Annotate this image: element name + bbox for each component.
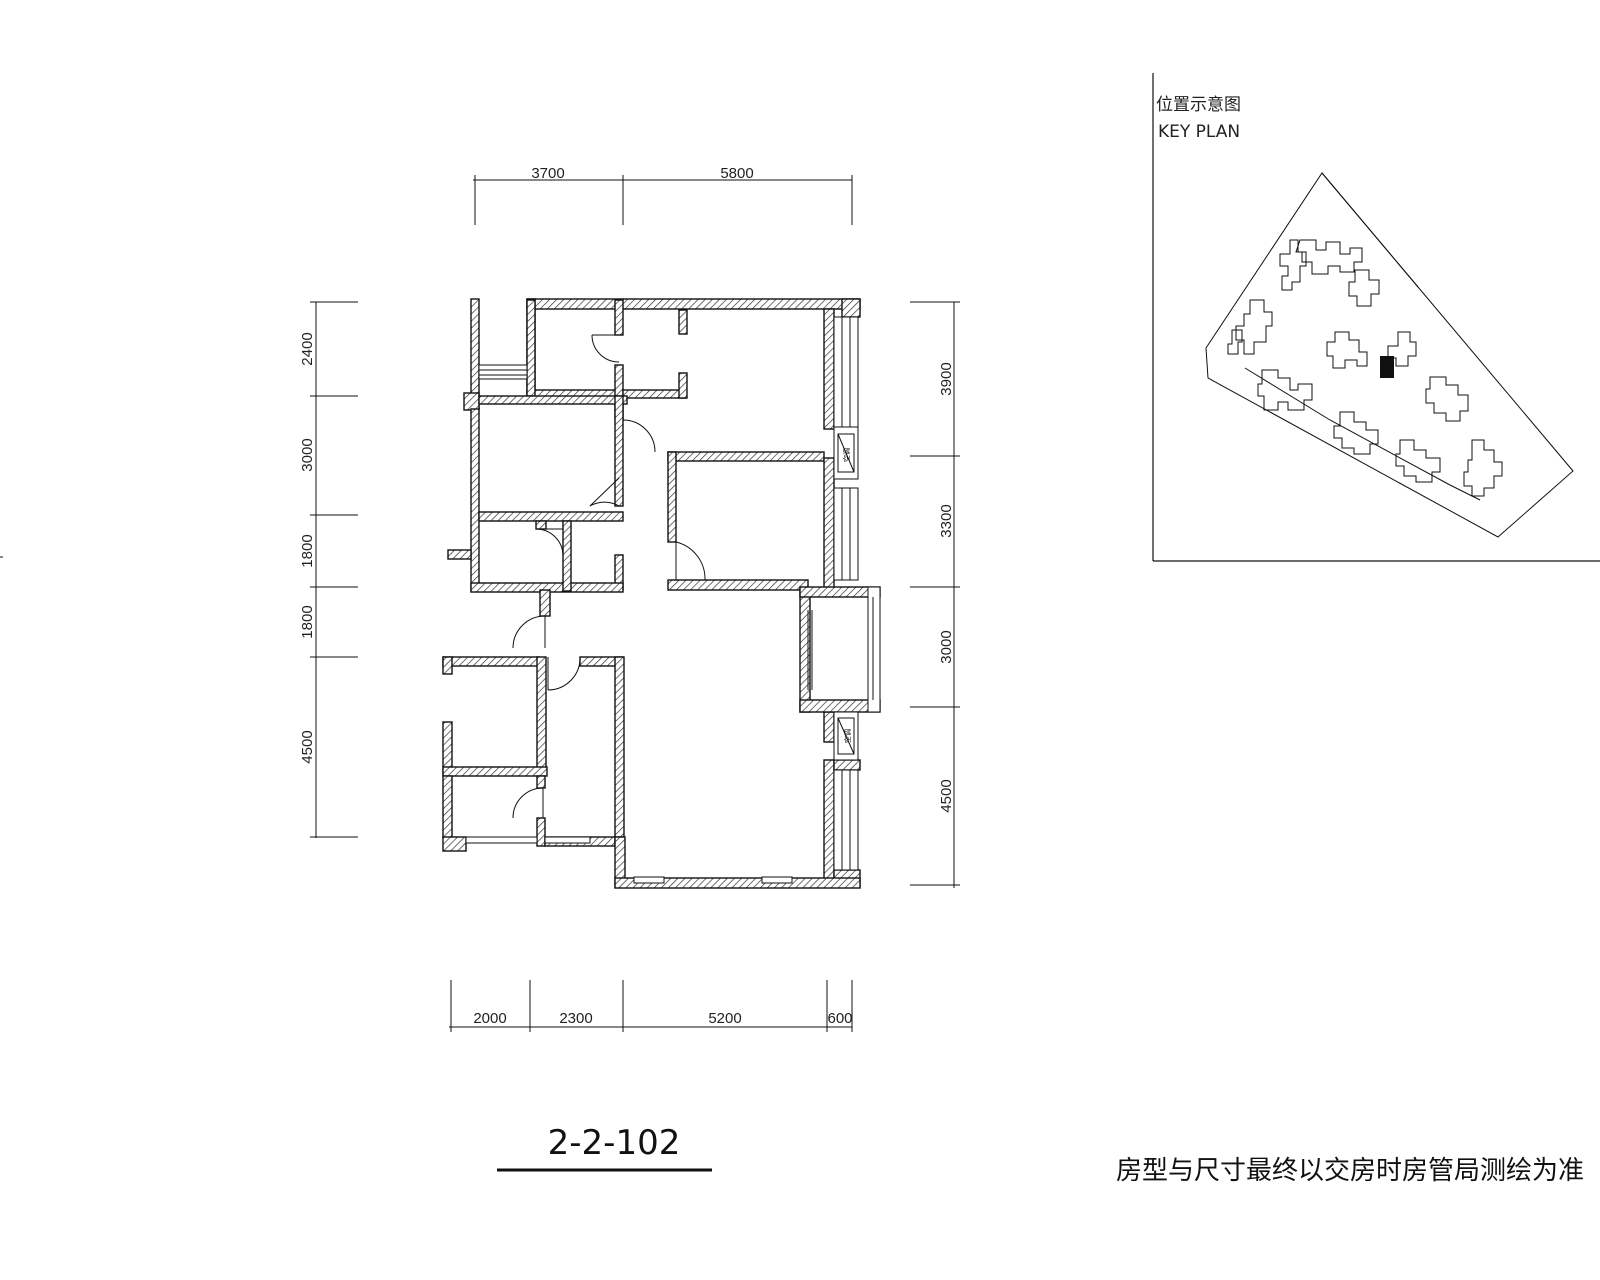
floor-plan-walls (442, 298, 861, 889)
bottom-dimension-line: 2000 2300 5200 600 (449, 980, 853, 1032)
ac-label-upper: 空调 (842, 448, 851, 462)
doors (512, 334, 706, 819)
ac-label-lower: 空调 (843, 729, 852, 743)
dim-left-5: 4500 (299, 730, 316, 763)
unit-id: 2-2-102 (548, 1123, 681, 1163)
dim-top-1: 3700 (531, 165, 564, 182)
dim-right-4: 4500 (938, 779, 955, 812)
dim-right-3: 3000 (938, 630, 955, 663)
balcony (799, 586, 881, 713)
dim-right-2: 3300 (938, 504, 955, 537)
key-plan-buildings (1227, 239, 1503, 501)
dim-right-1: 3900 (938, 362, 955, 395)
dim-left-1: 2400 (299, 332, 316, 365)
key-plan-title-en: KEY PLAN (1158, 122, 1240, 142)
key-plan-title-cn: 位置示意图 (1156, 95, 1241, 115)
dim-left-2: 3000 (299, 438, 316, 471)
dim-bottom-1: 2000 (473, 1010, 506, 1027)
left-dimension-line: 2400 3000 1800 1800 4500 (299, 301, 358, 838)
dim-bottom-3: 5200 (708, 1010, 741, 1027)
dim-bottom-2: 2300 (559, 1010, 592, 1027)
right-dimension-line: 3900 3300 3000 4500 (910, 301, 960, 888)
disclaimer-note: 房型与尺寸最终以交房时房管局测绘为准 (1116, 1156, 1584, 1186)
dim-left-4: 1800 (299, 605, 316, 638)
windows (465, 316, 859, 884)
unit-title: 2-2-102 (497, 1123, 712, 1172)
site-boundary (1205, 172, 1574, 538)
dim-bottom-4: 600 (827, 1010, 852, 1027)
key-plan: 位置示意图 KEY PLAN (1152, 73, 1600, 562)
dim-left-3: 1800 (299, 534, 316, 567)
ac-unit-lower: 空调 (833, 711, 859, 761)
top-dimension-line: 3700 5800 (473, 165, 853, 225)
dim-top-2: 5800 (720, 165, 753, 182)
ac-unit-upper: 空调 (833, 426, 859, 480)
